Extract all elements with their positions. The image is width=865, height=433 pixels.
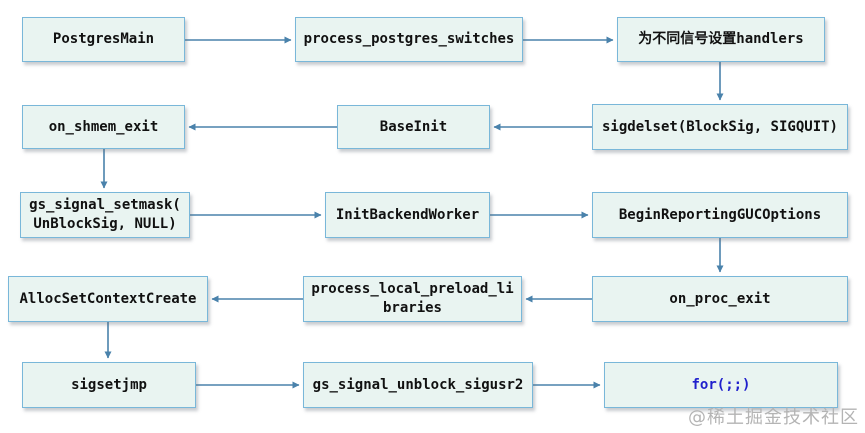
flow-node-label: gs_signal_setmask( UnBlockSig, NULL): [29, 197, 181, 232]
flow-node-label: gs_signal_unblock_sigusr2: [312, 376, 524, 393]
flow-node-base-init: BaseInit: [337, 105, 490, 149]
flow-node-init-backend-worker: InitBackendWorker: [325, 192, 490, 238]
flow-node-process-local-preload-libraries: process_local_preload_li braries: [303, 276, 522, 322]
flow-node-on-proc-exit: on_proc_exit: [592, 276, 848, 322]
flow-node-label: for(;;): [691, 376, 751, 393]
flow-node-label: BaseInit: [379, 118, 448, 135]
flow-node-label: 为不同信号设置handlers: [638, 31, 804, 48]
flow-node-label: AllocSetContextCreate: [19, 290, 197, 307]
flow-node-label: sigdelset(BlockSig, SIGQUIT): [601, 118, 838, 135]
flow-node-label: on_shmem_exit: [48, 118, 159, 135]
flow-node-on-shmem-exit: on_shmem_exit: [22, 105, 185, 149]
flow-node-setup-signal-handlers: 为不同信号设置handlers: [617, 17, 825, 62]
flow-node-label: process_postgres_switches: [303, 31, 515, 48]
flow-node-label: BeginReportingGUCOptions: [618, 206, 822, 223]
flow-node-gs-signal-setmask: gs_signal_setmask( UnBlockSig, NULL): [20, 192, 190, 238]
flow-node-label: on_proc_exit: [669, 290, 771, 307]
flow-node-process-postgres-switches: process_postgres_switches: [295, 17, 523, 62]
flow-node-label: InitBackendWorker: [335, 206, 480, 223]
flow-node-gs-signal-unblock-sigusr2: gs_signal_unblock_sigusr2: [303, 362, 533, 408]
flow-node-sigsetjmp: sigsetjmp: [22, 362, 196, 408]
flow-node-begin-reporting-guc-options: BeginReportingGUCOptions: [592, 192, 848, 238]
flow-node-for-loop: for(;;): [604, 362, 838, 408]
flow-node-label: sigsetjmp: [71, 376, 147, 393]
flow-node-sigdelset: sigdelset(BlockSig, SIGQUIT): [592, 104, 848, 150]
flow-node-label: process_local_preload_li braries: [311, 281, 514, 316]
flow-node-postgres-main: PostgresMain: [22, 17, 185, 62]
flow-node-alloc-set-context-create: AllocSetContextCreate: [8, 276, 208, 322]
flow-node-label: PostgresMain: [52, 31, 155, 48]
